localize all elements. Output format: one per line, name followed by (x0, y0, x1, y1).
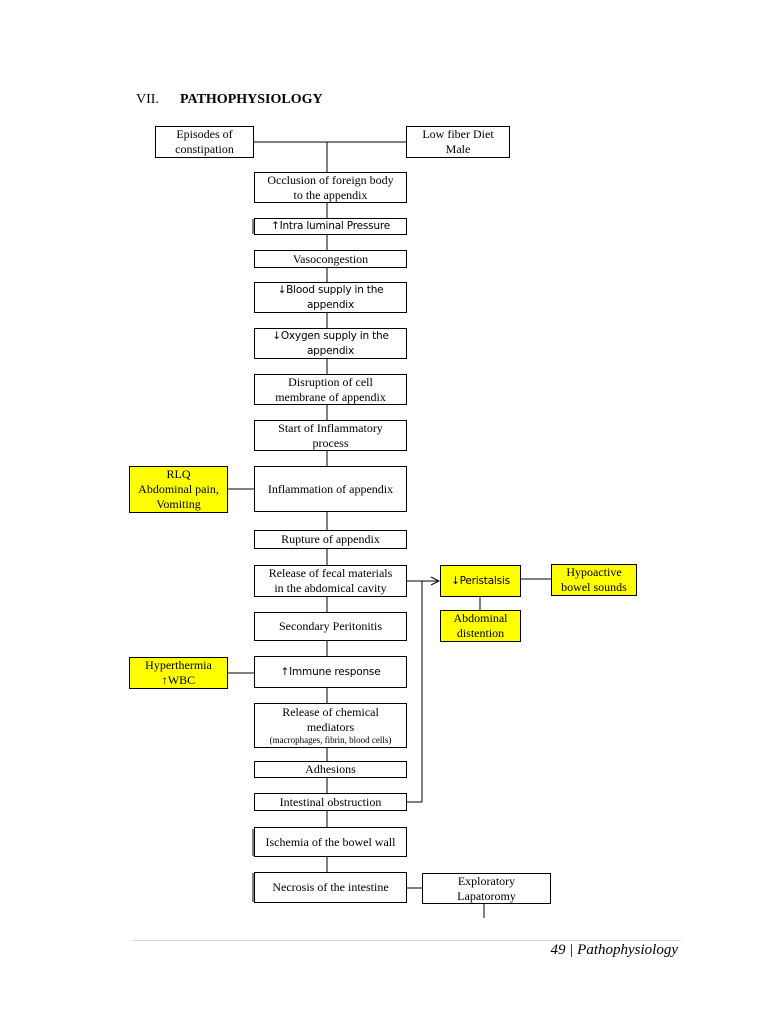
box-rlq-abdominal-pain: RLQ Abdominal pain, Vomiting (129, 466, 228, 513)
box-decreased-peristalsis: ↓Peristalsis (440, 565, 521, 597)
box-start-inflammatory-process: Start of Inflammatory process (254, 420, 407, 451)
box-occlusion: Occlusion of foreign body to the appendi… (254, 172, 407, 203)
box-intestinal-obstruction: Intestinal obstruction (254, 793, 407, 811)
box-episodes-of-constipation: Episodes of constipation (155, 126, 254, 158)
page-footer: 49 | Pathophysiology (551, 942, 678, 959)
box-ischemia-bowel-wall: Ischemia of the bowel wall (254, 827, 407, 857)
box-secondary-peritonitis: Secondary Peritonitis (254, 612, 407, 641)
box-low-fiber-diet: Low fiber Diet Male (406, 126, 510, 158)
box-hyperthermia-wbc: Hyperthermia ↑WBC (129, 657, 228, 689)
footer-separator: | (565, 942, 578, 958)
box-blood-supply: ↓Blood supply in the appendix (254, 282, 407, 313)
chemical-mediators-note: (macrophages, fibrin, blood cells) (269, 735, 392, 745)
box-exploratory-laparotomy: Exploratory Lapatoromy (422, 873, 551, 904)
box-adhesions: Adhesions (254, 761, 407, 778)
box-intraluminal-pressure: ↑Intra luminal Pressure (254, 218, 407, 235)
box-vasocongestion: Vasocongestion (254, 250, 407, 268)
box-release-fecal-materials: Release of fecal materials in the abdomi… (254, 565, 407, 597)
box-inflammation-of-appendix: Inflammation of appendix (254, 466, 407, 512)
section-number: VII. (136, 92, 159, 107)
box-release-chemical-mediators: Release of chemical mediators (macrophag… (254, 703, 407, 748)
box-abdominal-distention: Abdominal distention (440, 610, 521, 642)
box-rupture-of-appendix: Rupture of appendix (254, 530, 407, 549)
footer-divider (133, 940, 681, 941)
section-title: PATHOPHYSIOLOGY (180, 92, 323, 107)
box-disruption-cell-membrane: Disruption of cell membrane of appendix (254, 374, 407, 405)
box-necrosis-of-intestine: Necrosis of the intestine (254, 872, 407, 903)
box-hypoactive-bowel-sounds: Hypoactive bowel sounds (551, 564, 637, 596)
page-number: 49 (550, 942, 566, 958)
box-oxygen-supply: ↓Oxygen supply in the appendix (254, 328, 407, 359)
section-heading: VII. PATHOPHYSIOLOGY (136, 92, 323, 108)
box-immune-response: ↑Immune response (254, 656, 407, 688)
footer-label: Pathophysiology (577, 942, 678, 958)
